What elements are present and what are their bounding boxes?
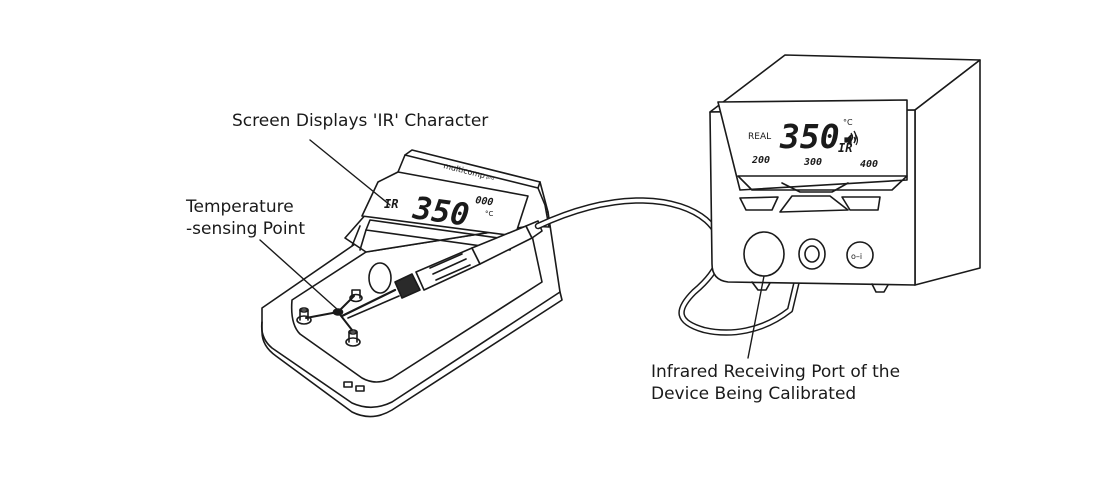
soldering-iron [340,220,543,319]
preset-300: 300 [803,157,822,168]
calibrator-small-digits: 000 [475,195,494,208]
status-led [355,385,365,392]
calibrator-screen [361,171,529,237]
preset-400: 400 [860,159,878,170]
leader-line-sensing [259,239,339,311]
leader-line-screen [309,139,391,206]
callout-screen-ir: Screen Displays 'IR' Character [232,111,489,131]
station-temperature: 350 [779,117,840,156]
soldering-station [709,54,981,293]
ir-signal-icon [850,130,857,144]
calibrator-temperature: 350 [410,190,471,234]
calibrator-knob [368,262,392,294]
sensor-terminal [296,307,312,325]
station-ir-label: IR [838,141,852,155]
callout-ir-port-line1: Infrared Receiving Port of the [651,362,901,382]
power-switch-symbol: o–i [851,252,862,261]
sensor-terminal [349,289,363,303]
leader-line-ir-port [747,275,765,359]
calibrator-ir-label: IR [384,197,398,211]
status-led [343,381,353,388]
calibrator-unit: °C [485,210,494,218]
station-real-label: REAL [748,132,771,142]
menu-button[interactable] [779,195,849,213]
calibrator-brand-suffix: pro [486,174,495,182]
preset-200: 200 [751,155,770,166]
station-unit: °C [843,118,853,127]
down-button[interactable] [739,196,779,211]
ir-receiving-port [743,231,785,277]
callout-temp-point-line1: Temperature [186,197,294,217]
station-screen [717,99,908,191]
callout-ir-port-line2: Device Being Calibrated [651,384,857,404]
up-button[interactable] [841,196,881,211]
callout-temp-point-line2: -sensing Point [186,219,305,239]
iron-connector [798,238,826,270]
power-switch[interactable] [846,241,874,269]
sensing-point [332,308,344,316]
